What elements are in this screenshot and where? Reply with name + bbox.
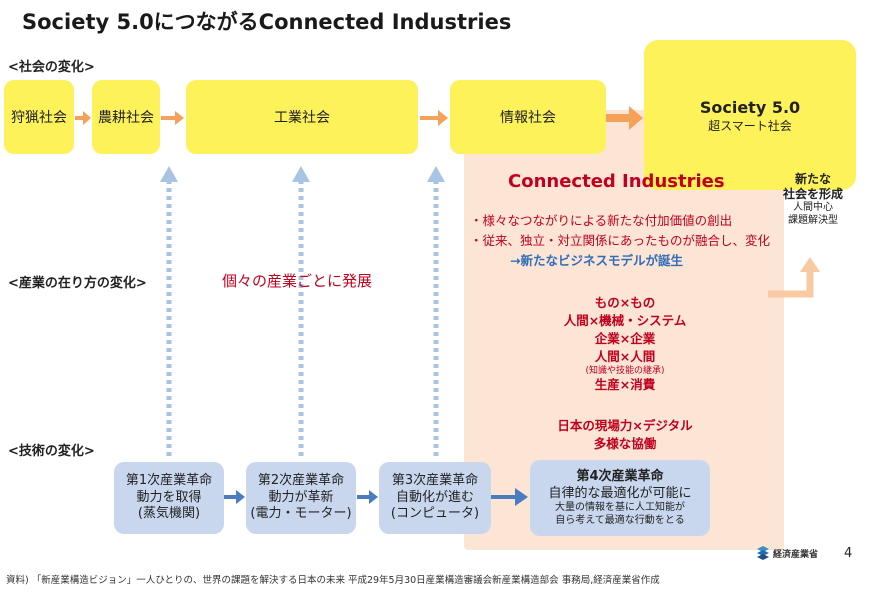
revolution-3-title: 第3次産業革命 — [391, 472, 479, 488]
meti-logo-icon — [757, 546, 769, 560]
tech-arrows — [224, 488, 528, 506]
revolution-1-desc: 動力を取得 — [136, 489, 202, 505]
meti-logo: 経済産業省 — [756, 545, 818, 561]
revolution-3: 第3次産業革命 自動化が進む (コンピュータ) — [379, 462, 491, 534]
new-society-line3: 人間中心 — [793, 202, 833, 213]
revolution-2: 第2次産業革命 動力が革新 (電力・モーター) — [246, 462, 356, 534]
revolution-2-title: 第2次産業革命 — [257, 472, 345, 488]
section-tech: <技術の変化> — [8, 444, 95, 459]
strength-1: 日本の現場力×デジタル — [557, 418, 693, 433]
new-society-arrow-stem — [768, 270, 814, 298]
society-information: 情報社会 — [450, 80, 606, 154]
revolution-1: 第1次産業革命 動力を取得 (蒸気機関) — [114, 462, 224, 534]
ci-bullet-2: ・従来、独立・対立関係にあったものが融合し、変化 — [470, 233, 771, 248]
strength-2: 多様な協働 — [593, 436, 657, 452]
society5-title: Society 5.0 — [699, 98, 801, 117]
arrow-2 — [161, 111, 184, 125]
connection-5: 生産×消費 — [594, 377, 656, 393]
revolution-2-desc: 動力が革新 — [268, 489, 334, 505]
revolution-4: 第4次産業革命 自律的な最適化が可能に 大量の情報を基に人工知能が 自ら考えて最… — [530, 460, 710, 536]
connection-note: (知識や技能の継承) — [585, 365, 665, 376]
arrow-1 — [75, 111, 91, 125]
revolution-1-note: (蒸気機関) — [137, 506, 201, 522]
revolution-4-desc: 自律的な最適化が可能に — [548, 485, 692, 501]
new-society-line2: 社会を形成 — [782, 187, 843, 201]
strength-list: 日本の現場力×デジタル 多様な協働 — [520, 417, 730, 453]
revolution-3-note: (コンピュータ) — [390, 506, 480, 522]
dotted-arrows — [166, 180, 439, 458]
connection-1: もの×もの — [594, 295, 656, 310]
arrow-3 — [420, 110, 448, 126]
new-society-arrow-head — [800, 257, 820, 272]
ci-bullet-1: ・様々なつながりによる新たな付加価値の創出 — [470, 213, 733, 228]
revolution-4-title: 第4次産業革命 — [576, 468, 664, 484]
new-society-label: 新たな 社会を形成 人間中心 課題解決型 — [770, 172, 856, 227]
new-society-line4: 課題解決型 — [788, 214, 838, 226]
connection-3: 企業×企業 — [594, 331, 656, 347]
source-note: 資料) 「新産業構造ビジョン」一人ひとりの、世界の課題を解決する日本の未来 平成… — [6, 575, 660, 586]
dotted-arrow-heads — [160, 166, 445, 182]
society-agrarian: 農耕社会 — [92, 80, 160, 154]
connections-list: もの×もの 人間×機械・システム 企業×企業 人間×人間 (知識や技能の継承) … — [530, 294, 720, 395]
meti-logo-text: 経済産業省 — [773, 549, 819, 560]
new-society-line1: 新たな — [794, 172, 831, 186]
connection-4: 人間×人間 — [594, 349, 656, 365]
arrow-4 — [605, 106, 643, 130]
society5-box: Society 5.0 超スマート社会 — [644, 40, 856, 190]
revolution-3-desc: 自動化が進む — [395, 489, 474, 505]
revolution-4-note-2: 自ら考えて最適な行動をとる — [555, 514, 685, 526]
section-industry: <産業の在り方の変化> — [8, 276, 147, 291]
society-arrows — [75, 106, 643, 130]
society-industrial: 工業社会 — [186, 80, 418, 154]
revolution-4-note-1: 大量の情報を基に人工知能が — [555, 502, 685, 514]
page-number: 4 — [844, 546, 853, 561]
ci-new-business: →新たなビジネスモデルが誕生 — [510, 253, 683, 268]
society5-subtitle: 超スマート社会 — [708, 119, 792, 133]
revolution-1-title: 第1次産業革命 — [125, 472, 213, 488]
revolution-2-note: (電力・モーター) — [250, 506, 352, 522]
society-hunting: 狩猟社会 — [4, 80, 74, 154]
individual-development: 個々の産業ごとに発展 — [222, 272, 373, 290]
ci-title: Connected Industries — [508, 171, 725, 192]
page-title: Society 5.0につながるConnected Industries — [22, 10, 512, 34]
connection-2: 人間×機械・システム — [563, 313, 687, 329]
section-society: <社会の変化> — [8, 60, 95, 75]
